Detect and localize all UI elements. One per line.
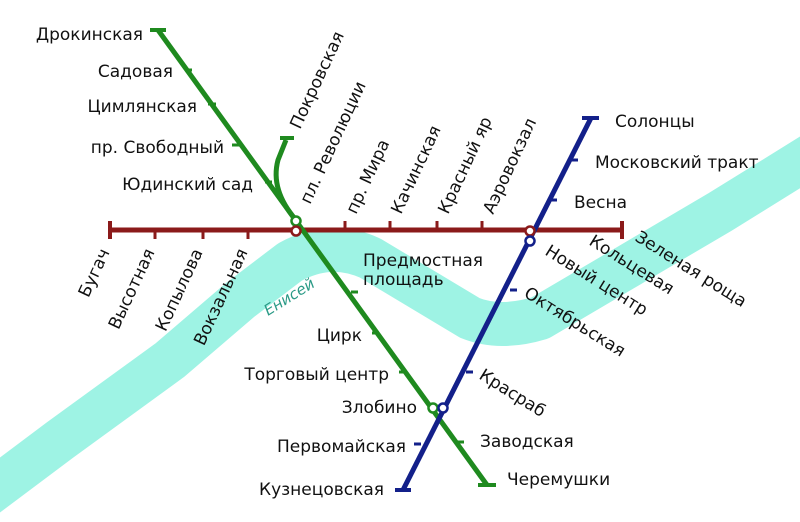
station-label-yudinsky-sad: Юдинский сад [122, 175, 253, 195]
blue-line [395, 116, 599, 492]
station-label-cheremushki: Черемушки [507, 470, 610, 490]
station-label-vesna: Весна [574, 193, 627, 213]
station-label-sadovaya: Садовая [98, 62, 173, 82]
station-label-pr-mira: пр. Мира [342, 136, 394, 217]
transfer-novy-tsentr-blue [524, 235, 536, 247]
station-label-zlobino: Злобино [342, 398, 417, 418]
station-label-krasrab: Красраб [475, 365, 549, 421]
station-label-solontsy: Солонцы [615, 112, 695, 132]
station-label-drokinskaya: Дрокинская [36, 25, 143, 45]
station-label-kuznetsovskaya: Кузнецовская [259, 480, 384, 500]
transfer-zlobino-blue [437, 402, 449, 414]
station-label-vysotnaya: Высотная [105, 246, 160, 333]
station-label-torgovy-tsentr: Торговый центр [243, 365, 389, 385]
river-shape [0, 136, 800, 513]
blue-line-track [400, 116, 594, 492]
station-label-zavodskaya: Заводская [480, 432, 574, 452]
station-label-moskovsky-trakt: Московский тракт [595, 153, 759, 173]
station-label-tsimlyanskaya: Цимлянская [87, 97, 197, 117]
transfer-aerovokzal-red [524, 225, 536, 237]
station-label-pr-svobodny: пр. Свободный [91, 138, 224, 158]
transfer-zlobino-green [427, 402, 439, 414]
station-label-bugach: Бугач [75, 246, 115, 301]
transfer-ploshchad-revolyutsii-red [290, 225, 302, 237]
transfer-points [290, 215, 536, 414]
transfer-ploshchad-revolyutsii-green [290, 215, 302, 227]
green-branch-pokrovskaya [273, 139, 298, 222]
station-label-pervomayskaya: Первомайская [277, 437, 406, 457]
station-label-tsirk: Цирк [317, 326, 362, 346]
